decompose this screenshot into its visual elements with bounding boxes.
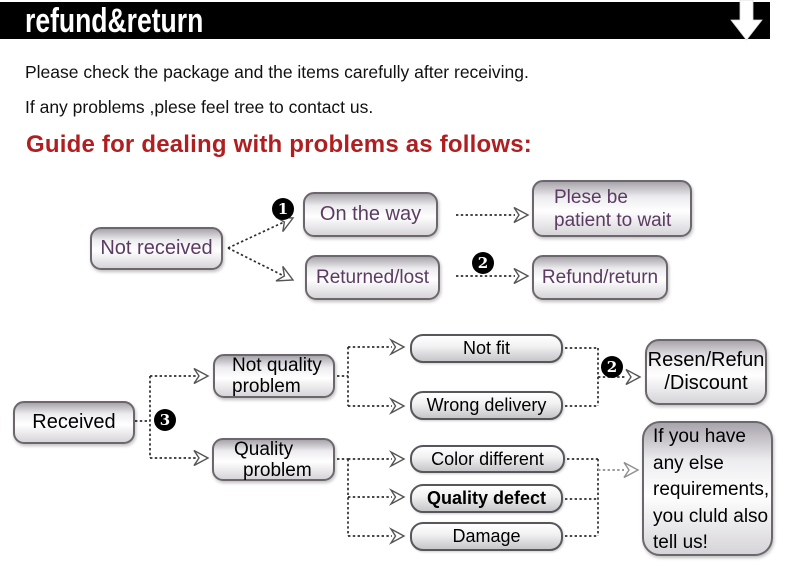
node-not-fit: Not fit — [410, 334, 563, 363]
node-plese-wait: Plese be patient to wait — [532, 180, 692, 237]
node-quality-problem: Quality problem — [212, 438, 335, 481]
node-color-different: Color different — [410, 445, 565, 473]
node-wrong-delivery: Wrong delivery — [410, 391, 563, 420]
note-line1: If you have — [653, 426, 746, 448]
step-badge-1: 1 — [272, 198, 294, 220]
node-refund-return: Refund/return — [532, 255, 668, 300]
node-on-the-way: On the way — [303, 192, 438, 237]
node-plese-wait-line2: patient to wait — [554, 209, 672, 231]
step-badge-3: 3 — [154, 409, 176, 431]
node-not-quality-problem: Not quality problem — [213, 354, 335, 398]
node-quality-line1: Quality — [234, 438, 294, 460]
step-badge-2: 2 — [472, 252, 494, 274]
node-received: Received — [13, 401, 135, 444]
node-resen-line2: /Discount — [664, 372, 748, 394]
node-not-quality-line2: problem — [232, 376, 301, 397]
note-line2: any else — [653, 452, 724, 474]
node-plese-wait-line1: Plese be — [554, 186, 628, 208]
guide-heading: Guide for dealing with problems as follo… — [26, 131, 532, 158]
node-returned-lost: Returned/lost — [305, 255, 440, 300]
node-not-received: Not received — [90, 227, 223, 270]
node-quality-defect: Quality defect — [410, 484, 563, 513]
note-line4: you cluld also — [653, 505, 769, 527]
intro-line-1: Please check the package and the items c… — [25, 62, 529, 82]
note-line3: requirements, — [653, 479, 770, 501]
note-line5: tell us! — [653, 532, 708, 554]
intro-line-2: If any problems ,plese feel tree to cont… — [25, 97, 374, 117]
node-damage: Damage — [410, 522, 563, 551]
step-badge-2b: 2 — [601, 356, 623, 378]
node-note: If you have any else requirements, you c… — [642, 421, 773, 556]
node-quality-line2: problem — [243, 459, 312, 481]
node-not-quality-line1: Not quality — [232, 355, 322, 376]
node-resen-refund-discount: Resen/Refun /Discount — [645, 339, 767, 405]
header-bar: refund&return — [0, 2, 770, 40]
down-arrow-icon — [730, 0, 763, 41]
node-resen-line1: Resen/Refun — [647, 349, 765, 371]
page-title: refund&return — [25, 2, 204, 40]
